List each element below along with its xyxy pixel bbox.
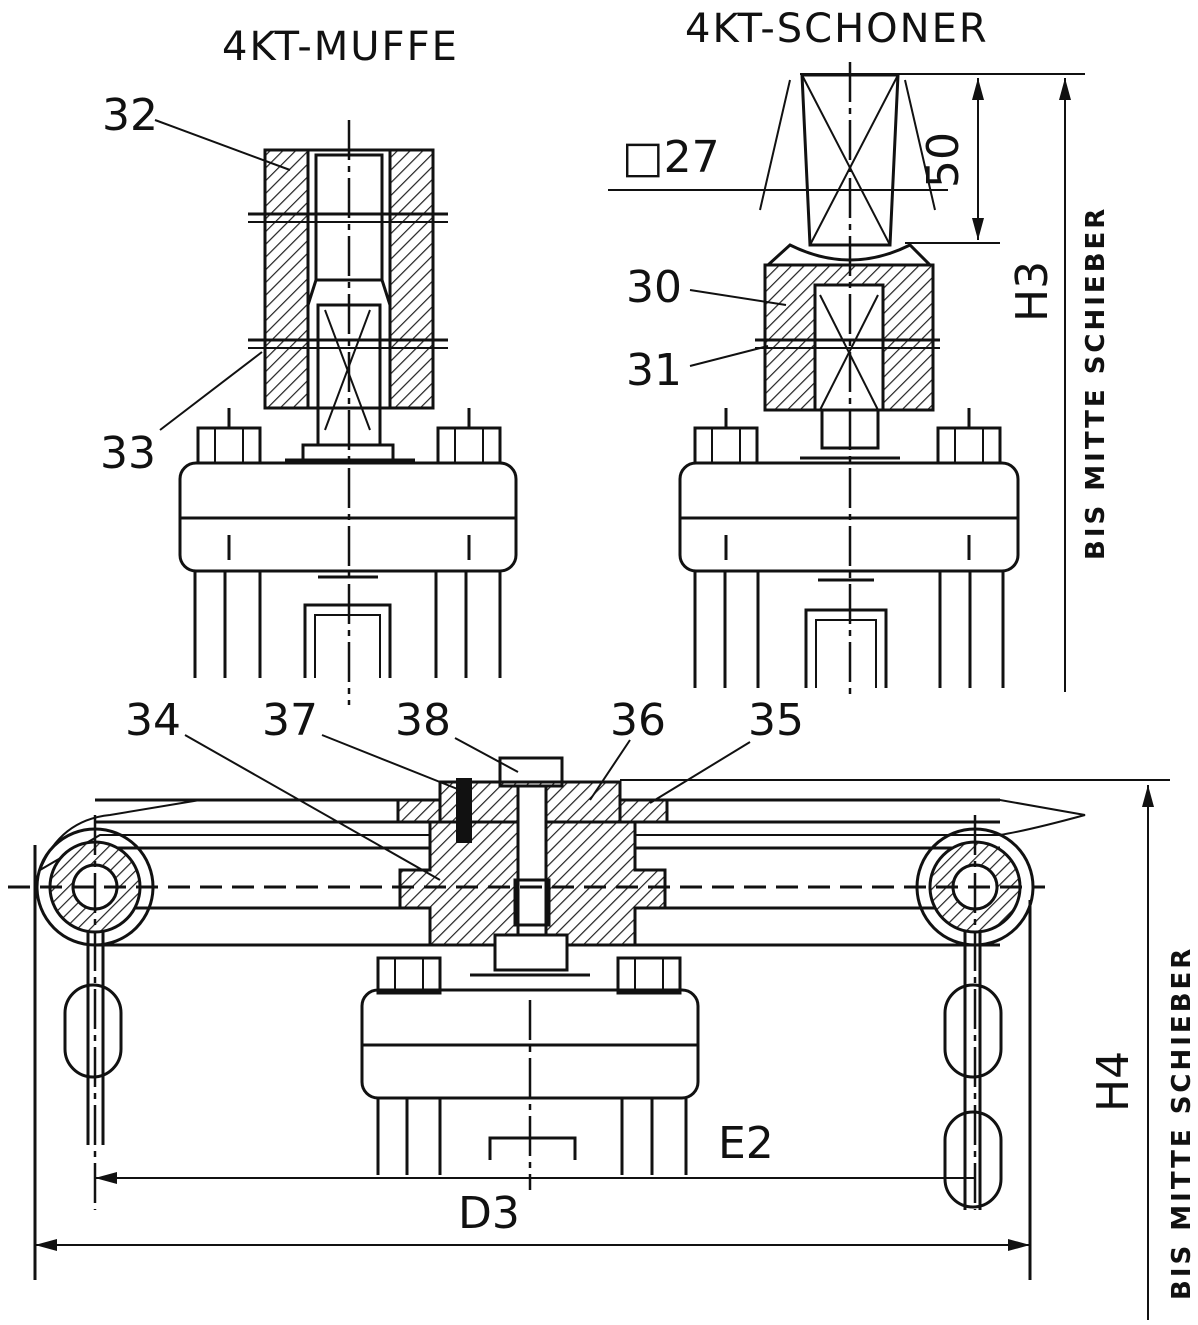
part-label-38: 38 bbox=[395, 695, 451, 746]
leader-30 bbox=[689, 289, 787, 306]
part-label-30: 30 bbox=[626, 262, 682, 313]
dim-50: 50 bbox=[918, 132, 969, 188]
part-label-35: 35 bbox=[748, 695, 804, 746]
dim-d3: D3 bbox=[458, 1188, 520, 1239]
chain-link-right-1 bbox=[943, 983, 1003, 1079]
dim-square-27: □27 bbox=[622, 132, 720, 183]
title-4kt-schoner: 4KT-SCHONER bbox=[685, 6, 989, 52]
title-4kt-muffe: 4KT-MUFFE bbox=[222, 24, 459, 70]
part-label-37: 37 bbox=[262, 695, 318, 746]
dim-h3: H3 bbox=[1007, 261, 1058, 322]
leader-34 bbox=[184, 734, 441, 881]
dim-h4: H4 bbox=[1088, 1051, 1139, 1112]
bottom-assembly-view bbox=[8, 756, 1086, 1210]
part-label-33: 33 bbox=[100, 428, 156, 479]
part-label-34: 34 bbox=[125, 695, 181, 746]
leader-36 bbox=[589, 739, 631, 801]
leader-32 bbox=[154, 119, 291, 171]
leader-33 bbox=[159, 351, 263, 431]
leader-38 bbox=[454, 737, 519, 773]
chain-link-left bbox=[63, 983, 123, 1079]
chain-link-right-2 bbox=[943, 1110, 1003, 1209]
part-label-36: 36 bbox=[610, 695, 666, 746]
pin-37 bbox=[456, 778, 472, 843]
center-bolt bbox=[516, 784, 548, 938]
part-label-31: 31 bbox=[626, 345, 682, 396]
note-bis-mitte-top: BIS MITTE SCHIEBER bbox=[1081, 206, 1111, 560]
note-bis-mitte-bottom: BIS MITTE SCHIEBER bbox=[1167, 946, 1197, 1300]
dim-e2: E2 bbox=[718, 1118, 774, 1169]
leader-31 bbox=[689, 345, 769, 367]
part-label-32: 32 bbox=[102, 90, 158, 141]
schoner-view bbox=[608, 62, 1020, 700]
muffe-view bbox=[178, 120, 518, 705]
leader-37 bbox=[321, 734, 461, 791]
leader-35 bbox=[649, 741, 751, 804]
